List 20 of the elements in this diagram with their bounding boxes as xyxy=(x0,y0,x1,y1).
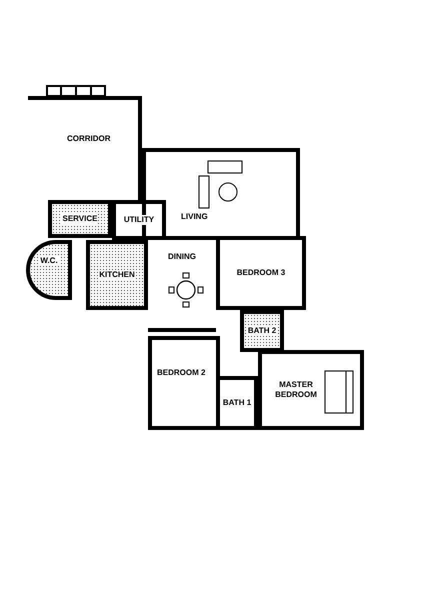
room-outline xyxy=(258,350,364,430)
room-outline xyxy=(112,200,166,240)
room-label: UTILITY xyxy=(122,215,156,225)
room-label: SERVICE xyxy=(62,214,98,224)
room-label: KITCHEN xyxy=(98,270,136,280)
room-outline xyxy=(240,310,284,352)
room-outline xyxy=(86,240,148,310)
room-outline xyxy=(26,240,72,300)
room-label: CORRIDOR xyxy=(66,134,112,144)
room-label: BEDROOM 2 xyxy=(156,368,206,378)
room-outline xyxy=(216,236,306,310)
room-outline xyxy=(28,96,142,200)
room-outline xyxy=(48,200,112,238)
room-label: LIVING xyxy=(180,212,209,222)
room-label: BATH 1 xyxy=(222,398,252,408)
room-label: BEDROOM 3 xyxy=(236,268,286,278)
room-label: BATH 2 xyxy=(246,326,278,336)
room-outline xyxy=(148,336,220,430)
room-label: W.C. xyxy=(39,256,59,266)
room-label: DINING xyxy=(167,252,197,262)
